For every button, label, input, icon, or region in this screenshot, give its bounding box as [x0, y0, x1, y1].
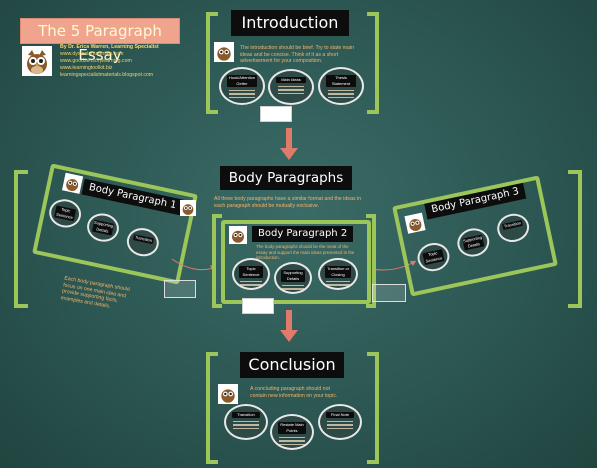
owl-icon: [180, 200, 196, 216]
bp2-owl: [229, 226, 247, 249]
bubble-label: Supporting Details: [91, 219, 115, 236]
bp2-bracket-right: [366, 214, 376, 308]
credit-link[interactable]: www.learningtoolkit.biz: [60, 65, 113, 71]
credit-link[interactable]: learningspecialistmaterials.blogspot.com: [60, 72, 154, 78]
body-bracket-right: [568, 170, 582, 308]
bp2-bubble[interactable]: Supporting Details: [274, 262, 312, 294]
conclusion-bracket-left: [206, 352, 218, 464]
introduction-heading[interactable]: Introduction: [231, 10, 349, 36]
body-paragraph-2-card[interactable]: [221, 220, 371, 304]
body-side-note: Each body paragraph should focus on one …: [60, 275, 131, 310]
bp1-mini-card: [164, 280, 196, 298]
credit-block: By Dr. Erica Warren, Learning Specialist…: [60, 44, 159, 79]
arrow-down-icon: [280, 148, 298, 160]
bp2-owl-strip: [242, 298, 274, 314]
bp1-owl: [61, 172, 84, 199]
conclusion-bracket-right: [367, 352, 379, 464]
body-paragraph-3-card[interactable]: Body Paragraph 3 Topic Sentence Supporti…: [392, 175, 558, 297]
bp3-owl: [404, 212, 426, 239]
conclusion-bubble-restate[interactable]: Restate Main Points: [270, 414, 314, 450]
bubble-label: Topic Sentence: [54, 205, 77, 222]
bubble-label: Topic Sentence: [238, 266, 264, 278]
bubble-label: Final Note: [325, 412, 355, 418]
owl-logo: [22, 46, 52, 81]
intro-bracket-left: [206, 12, 218, 114]
bubble-label: Topic Sentence: [422, 249, 445, 266]
bubble-label: Supporting Details: [462, 234, 485, 251]
intro-bubble-hook[interactable]: Hook/Attention Getter: [219, 67, 265, 105]
intro-bubble-main-ideas[interactable]: Main Ideas: [268, 69, 314, 105]
body-paragraph-2-heading: Body Paragraph 2: [252, 226, 354, 242]
bubble-label: Transition or Closing: [325, 266, 351, 278]
credit-link[interactable]: www.goodsensorylearning.com: [60, 58, 132, 64]
conclusion-bubble-final-note[interactable]: Final Note: [318, 404, 362, 440]
owl-icon: [214, 42, 234, 62]
conclusion-description: A concluding paragraph should not contai…: [250, 386, 338, 399]
introduction-description: The introduction should be brief. Try to…: [240, 45, 354, 64]
bubble-label: Transition: [502, 219, 524, 230]
intro-owl: [214, 42, 234, 67]
intro-bracket-right: [367, 12, 379, 114]
credit-link[interactable]: www.dyslexiamaterials.com: [60, 51, 124, 57]
owl-icon: [404, 212, 426, 234]
arrow-down-icon: [280, 330, 298, 342]
intro-bubble-thesis[interactable]: Thesis Statement: [318, 67, 364, 105]
body-paragraphs-description: All three body paragraphs have a similar…: [214, 196, 362, 209]
body-paragraph-1-card[interactable]: Body Paragraph 1 Topic Sentence Supporti…: [32, 163, 198, 285]
bubble-label: Restate Main Points: [277, 422, 307, 434]
bp1-side-owl: [180, 200, 196, 221]
bp3-mini-card: [372, 284, 406, 302]
body-paragraphs-heading[interactable]: Body Paragraphs: [220, 166, 352, 190]
intro-owl-strip: [260, 106, 292, 122]
credit-author: By Dr. Erica Warren, Learning Specialist: [60, 44, 159, 50]
page-title: The 5 Paragraph Essay: [20, 18, 180, 64]
bubble-label: Hook/Attention Getter: [226, 75, 258, 87]
owl-icon: [229, 226, 247, 244]
bp2-bracket-left: [212, 214, 222, 308]
arrow-body-to-conclusion: [286, 310, 292, 332]
owl-icon: [22, 46, 52, 76]
arrow-intro-to-body: [286, 128, 292, 150]
bubble-label: Supporting Details: [280, 270, 306, 282]
conclusion-owl: [218, 384, 238, 409]
bp2-bubble[interactable]: Topic Sentence: [232, 258, 270, 290]
conclusion-bubble-transition[interactable]: Transition: [224, 404, 268, 440]
bp2-bubble[interactable]: Transition or Closing: [318, 258, 358, 290]
bubble-label: Main Ideas: [275, 77, 307, 83]
bp2-note: The body paragraphs should be the meat o…: [256, 244, 355, 260]
bubble-label: Transition: [231, 412, 261, 418]
bubble-label: Thesis Statement: [325, 75, 357, 87]
conclusion-heading[interactable]: Conclusion: [240, 352, 344, 378]
owl-icon: [61, 172, 84, 194]
body-bracket-left: [14, 170, 28, 308]
owl-icon: [218, 384, 238, 404]
bubble-label: Transition: [132, 234, 154, 245]
